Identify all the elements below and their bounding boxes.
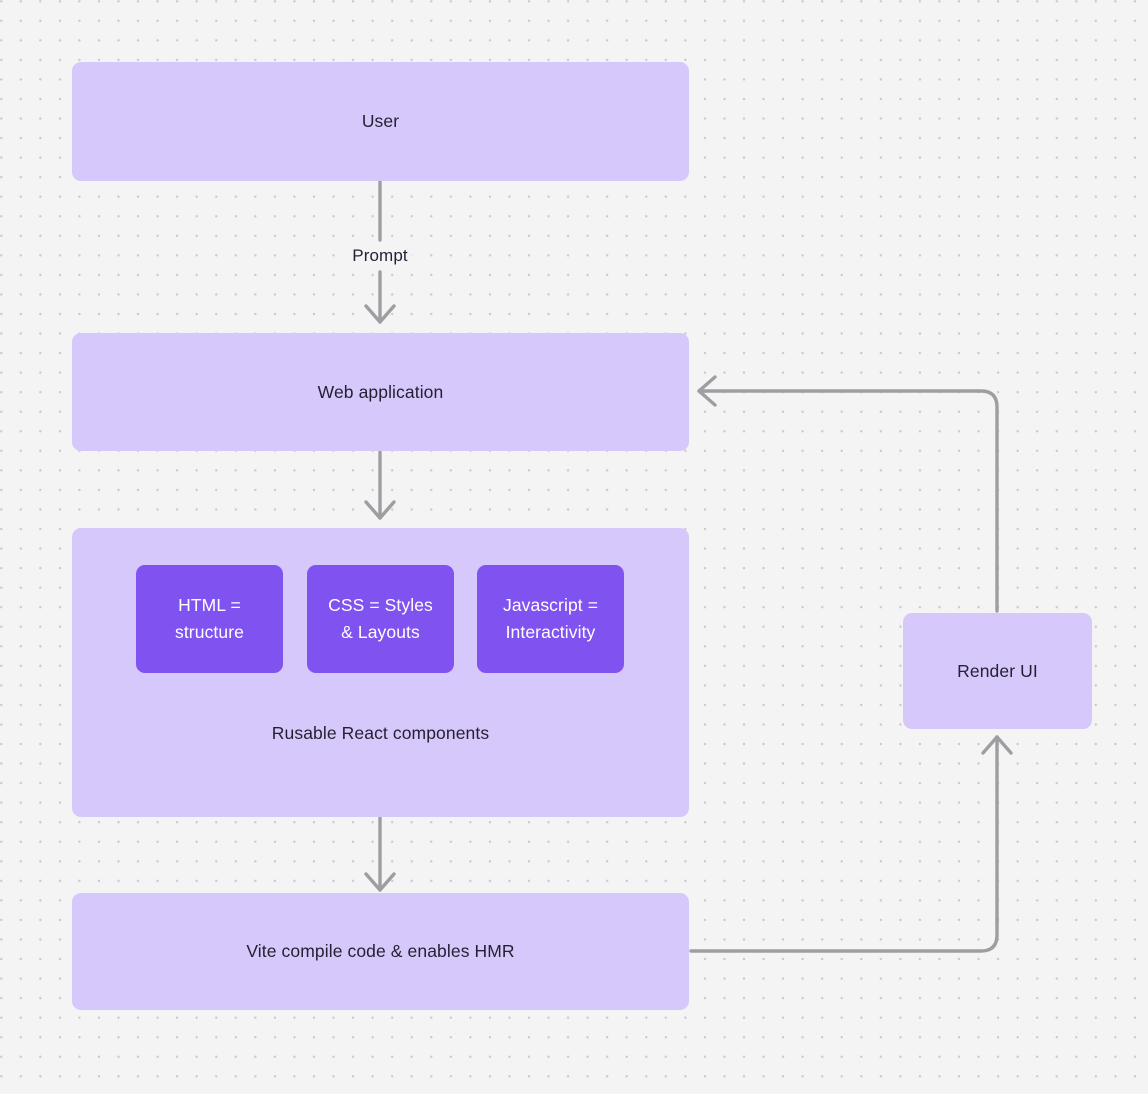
node-components-group[interactable]: HTML = structure CSS = Styles & Layouts … (72, 528, 689, 817)
node-render-ui[interactable]: Render UI (903, 613, 1092, 729)
node-user-label: User (361, 111, 400, 132)
node-render-ui-label: Render UI (957, 660, 1038, 681)
node-user[interactable]: User (72, 62, 689, 181)
edge-vite-to-render-ui (689, 735, 1013, 953)
components-group-caption: Rusable React components (271, 723, 490, 743)
chip-css-line2: & Layouts (341, 622, 420, 642)
chip-html[interactable]: HTML = structure (136, 565, 283, 673)
chip-css[interactable]: CSS = Styles & Layouts (307, 565, 454, 673)
edge-render-ui-to-web-application (697, 375, 999, 613)
chip-html-line1: HTML = (178, 595, 241, 616)
edge-label-prompt: Prompt (347, 245, 413, 267)
chip-javascript-line1: Javascript = (502, 595, 599, 616)
chip-javascript-line2: Interactivity (505, 622, 596, 642)
node-vite-label: Vite compile code & enables HMR (246, 941, 515, 962)
edge-components-to-vite (364, 816, 396, 892)
node-vite[interactable]: Vite compile code & enables HMR (72, 893, 689, 1010)
chip-css-line1: CSS = Styles (328, 595, 433, 616)
edge-web-application-to-components (364, 450, 396, 520)
node-web-application-label: Web application (317, 381, 444, 402)
node-web-application[interactable]: Web application (72, 333, 689, 451)
chip-javascript[interactable]: Javascript = Interactivity (477, 565, 624, 673)
chip-html-line2: structure (175, 622, 244, 642)
